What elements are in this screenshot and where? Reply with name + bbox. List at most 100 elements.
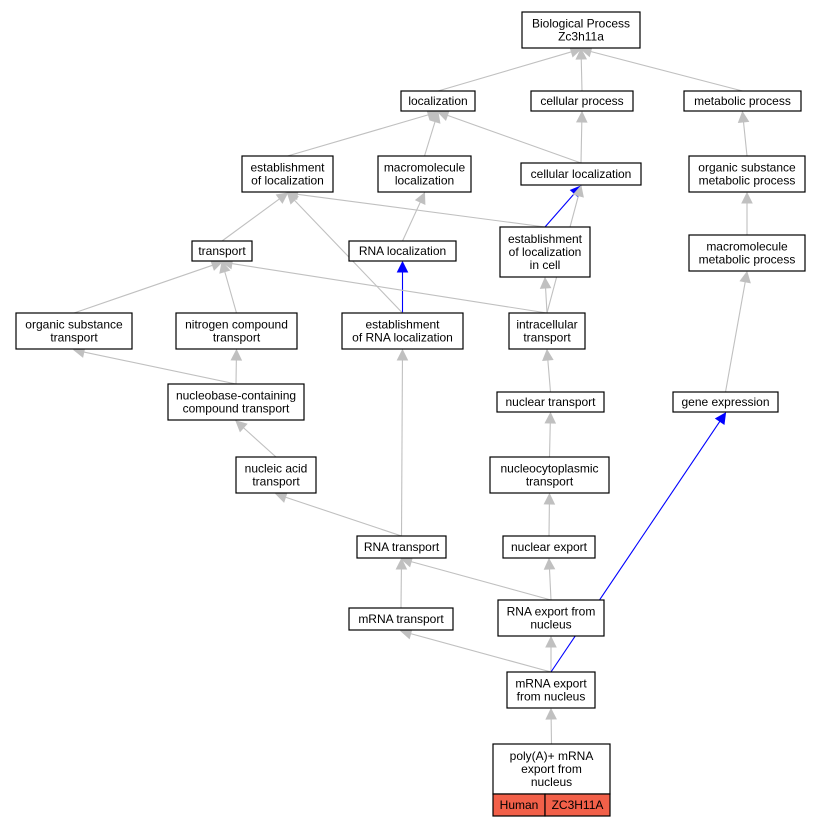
node-box — [241, 155, 334, 193]
go-term-node-mp[interactable]: metabolic process — [683, 90, 802, 112]
node-box — [348, 240, 457, 262]
edge-line — [409, 632, 552, 673]
go-term-node-ne[interactable]: nuclear export — [502, 535, 596, 559]
go-term-node-cl[interactable]: cellular localization — [520, 162, 642, 186]
node-box — [502, 535, 596, 559]
edge-nt-to-it — [542, 348, 554, 393]
edge-line — [287, 113, 430, 157]
go-term-node-mt[interactable]: mRNA transport — [348, 607, 454, 631]
go-term-node-cp[interactable]: cellular process — [530, 90, 634, 112]
edge-line — [293, 199, 403, 314]
edge-ref-to-ne — [543, 557, 556, 601]
node-box — [508, 312, 586, 350]
node-box — [377, 155, 472, 193]
edge-rt-to-erl — [396, 348, 409, 537]
gene-cell[interactable]: ZC3H11A — [544, 793, 611, 817]
edge-line — [544, 192, 576, 228]
go-term-node-loc[interactable]: localization — [400, 90, 476, 112]
go-term-node-tr[interactable]: transport — [191, 240, 253, 262]
edge-arrowhead — [436, 110, 450, 121]
node-box — [191, 240, 253, 262]
edge-mp-to-bp — [579, 46, 743, 92]
edge-arrowhead — [739, 270, 751, 284]
node-box — [497, 599, 605, 637]
node-label: nucleobase-containing — [176, 389, 296, 403]
go-term-node-ge[interactable]: gene expression — [672, 391, 779, 413]
edge-line — [221, 197, 281, 242]
node-box — [530, 90, 634, 112]
node-label: nucleocytoplasmic — [500, 462, 598, 476]
edge-line — [402, 200, 422, 242]
edge-line — [548, 567, 552, 601]
edge-loc-to-bp — [437, 46, 583, 92]
node-box — [688, 234, 806, 272]
node-label: organic substance — [25, 318, 123, 332]
node-label: transport — [523, 331, 571, 345]
node-box — [499, 226, 591, 278]
edge-mef-to-mt — [399, 628, 552, 673]
node-label: transport — [252, 475, 300, 489]
node-box — [492, 743, 611, 795]
edge-ost-to-tr — [73, 259, 224, 314]
node-box — [235, 456, 317, 494]
node-box — [521, 11, 641, 49]
node-box — [520, 162, 642, 186]
node-label: RNA localization — [359, 244, 446, 258]
edge-arrowhead — [235, 420, 248, 433]
go-term-node-rl[interactable]: RNA localization — [348, 240, 457, 262]
edge-nct-to-tr — [219, 260, 238, 314]
node-label: localization — [395, 174, 454, 188]
node-label: nucleus — [531, 775, 572, 789]
edge-arrowhead — [572, 184, 584, 198]
edge-line — [296, 193, 546, 228]
edge-cp-to-bp — [575, 47, 588, 92]
edge-line — [724, 280, 746, 393]
edge-arrowhead — [286, 192, 299, 205]
node-label: from nucleus — [517, 690, 586, 704]
node-label: transport — [50, 331, 98, 345]
edge-nbct-to-ost — [72, 346, 237, 385]
annotation-cell-box — [544, 793, 611, 817]
edge-arrowhead — [539, 276, 552, 289]
edge-pa-to-mef — [545, 707, 557, 745]
species-cell[interactable]: Human — [492, 793, 546, 817]
node-box — [175, 312, 298, 350]
node-label: Biological Process — [532, 17, 630, 31]
edge-line — [223, 270, 238, 314]
edge-ref-to-rt — [400, 556, 552, 601]
edge-it-to-elc — [539, 276, 552, 314]
go-term-node-nt[interactable]: nuclear transport — [496, 391, 605, 413]
edge-arrowhead — [275, 192, 289, 204]
node-label: metabolic process — [699, 174, 796, 188]
node-box — [506, 671, 596, 709]
node-label: gene expression — [681, 395, 769, 409]
go-term-node-rt[interactable]: RNA transport — [356, 535, 447, 559]
edge-arrowhead — [544, 411, 557, 424]
edge-rt-to-nat — [274, 491, 402, 537]
edge-rl-to-ml — [402, 191, 426, 242]
node-label: poly(A)+ mRNA — [510, 749, 594, 763]
edge-tr-to-eol — [221, 192, 289, 242]
node-label: establishment — [508, 232, 583, 246]
node-box — [167, 383, 305, 421]
node-label: of localization — [509, 245, 582, 259]
edge-arrowhead — [274, 491, 288, 503]
edge-arrowhead — [545, 707, 557, 720]
node-label: transport — [526, 475, 574, 489]
